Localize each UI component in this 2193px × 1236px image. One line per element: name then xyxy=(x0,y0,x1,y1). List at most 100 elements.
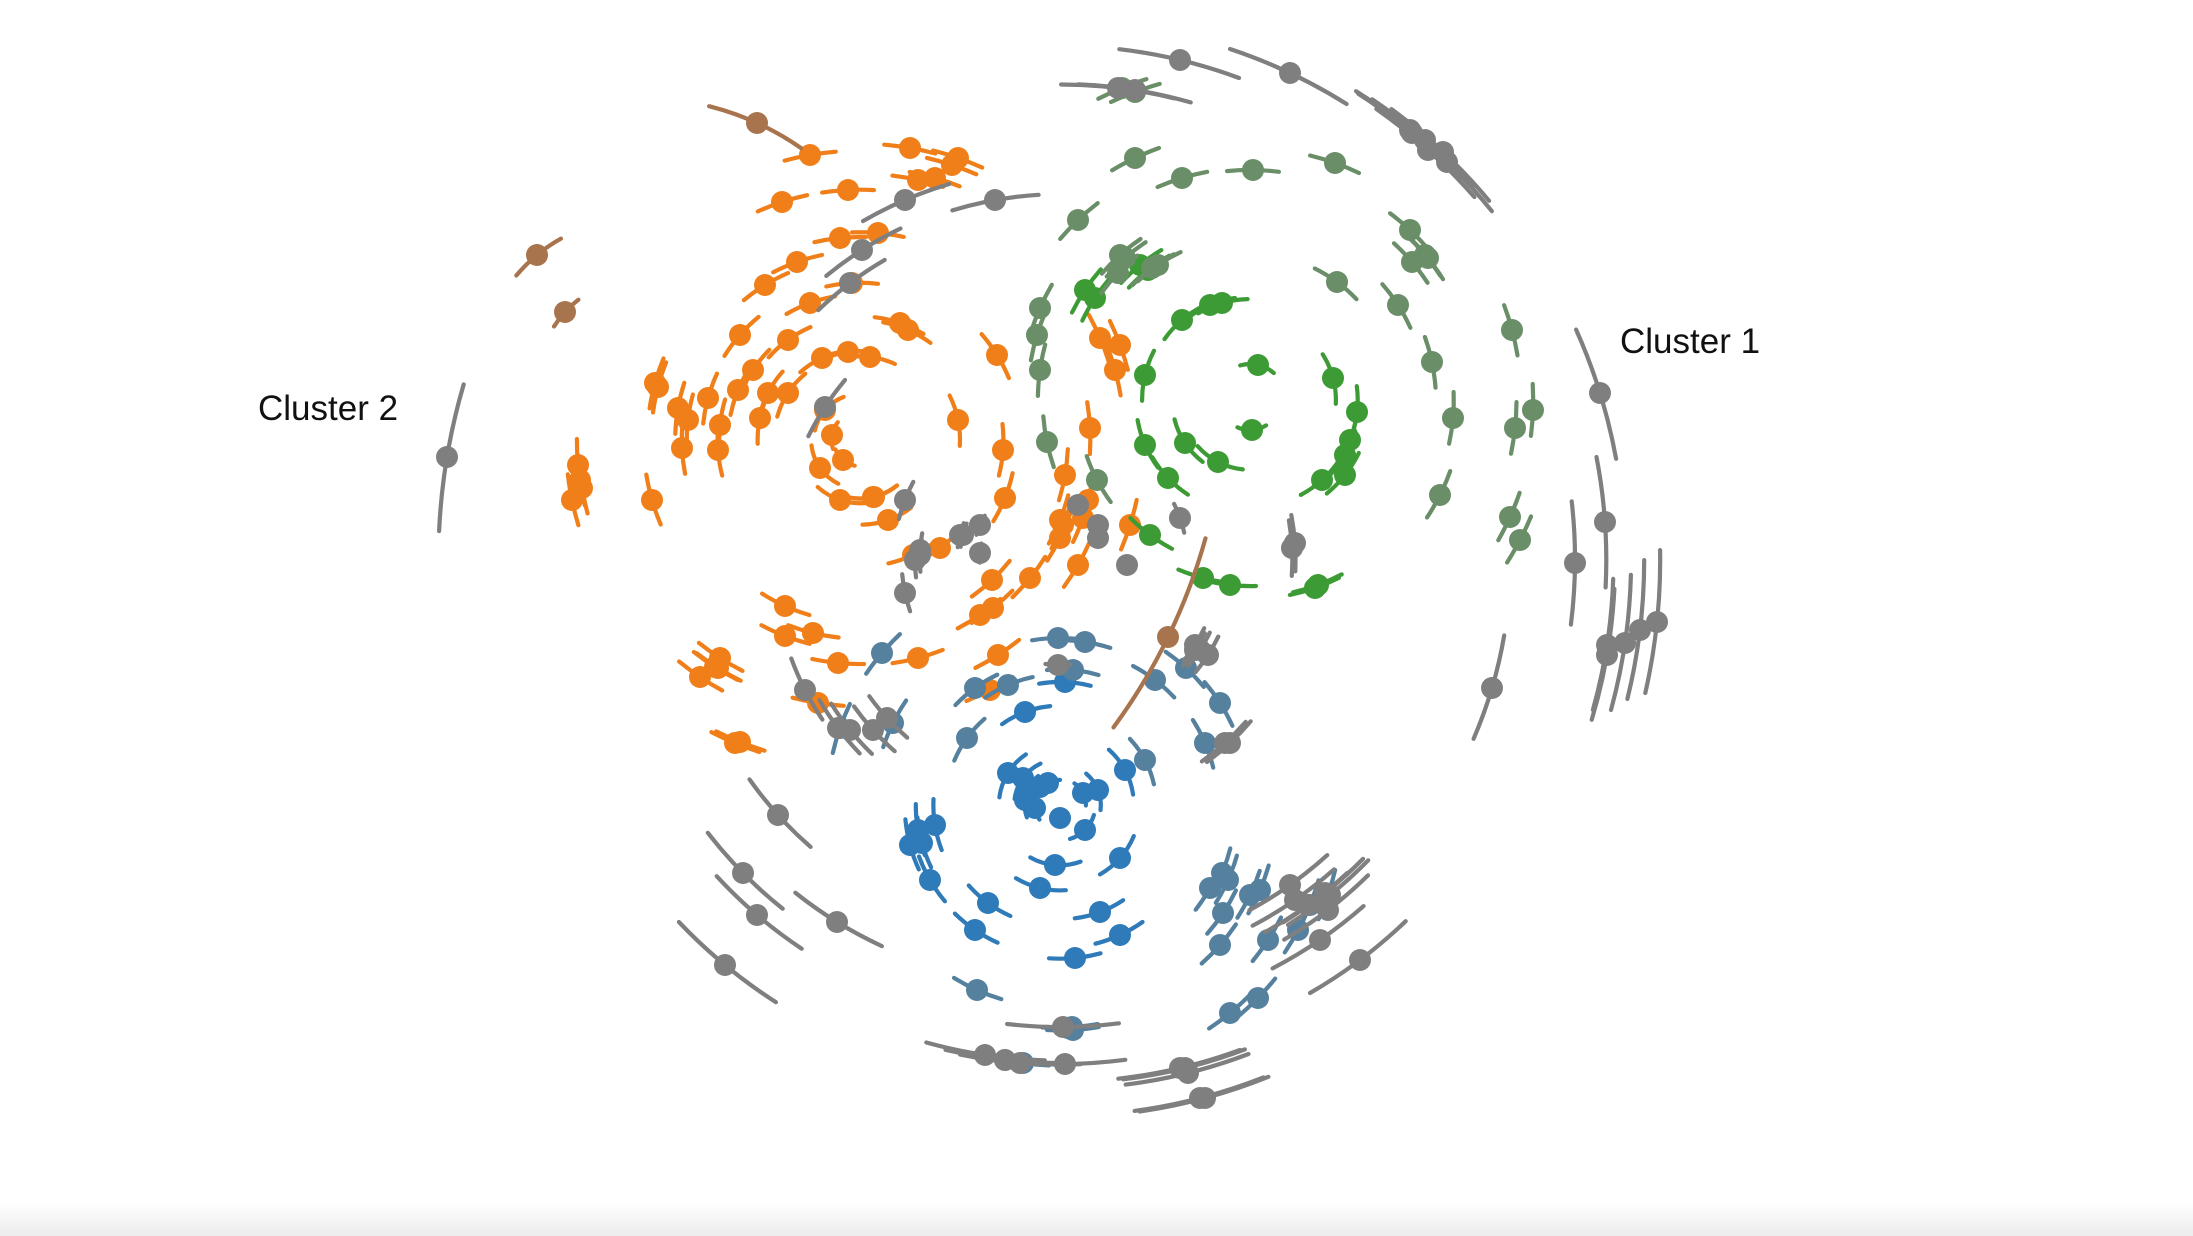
green-cluster-point xyxy=(1324,450,1361,496)
orange-cluster-point xyxy=(973,637,1022,670)
blue-fringe-point xyxy=(1190,717,1216,770)
green-fringe-point xyxy=(1036,414,1058,470)
green-fringe-point xyxy=(1442,389,1464,446)
blue-cluster-point xyxy=(899,817,921,872)
orange-cluster-point xyxy=(749,391,771,446)
outlier-point xyxy=(969,541,991,565)
blue-cluster-point xyxy=(924,797,946,853)
outlier-point xyxy=(1169,501,1191,535)
outlier-point xyxy=(1589,586,1618,722)
blue-fringe-point xyxy=(1207,993,1252,1031)
orange-cluster-point xyxy=(1061,539,1092,589)
orange-cluster-point xyxy=(760,591,812,618)
green-cluster-point xyxy=(1195,444,1245,473)
blue-fringe-point xyxy=(1193,862,1223,912)
outlier-point xyxy=(1307,919,1408,996)
orange-cluster-point xyxy=(991,471,1016,524)
orange-cluster-point xyxy=(815,484,868,511)
blue-cluster-point xyxy=(1093,919,1145,946)
orange-cluster-point xyxy=(722,314,761,358)
green-cluster-point xyxy=(1172,417,1205,464)
green-fringe-point xyxy=(1135,250,1183,284)
outlier-point xyxy=(1067,494,1089,516)
orange-cluster-point xyxy=(714,729,767,753)
blue-fringe-point xyxy=(1250,915,1284,964)
blue-cluster-point xyxy=(1000,701,1053,727)
outlier-point xyxy=(1374,106,1477,200)
outlier-point xyxy=(747,777,813,849)
green-fringe-point xyxy=(1501,303,1523,358)
green-fringe-point xyxy=(1099,236,1143,276)
outlier-point xyxy=(1643,548,1668,696)
orange-cluster-point xyxy=(1054,447,1076,503)
orange-cluster-point xyxy=(810,652,867,674)
orange-cluster-point xyxy=(881,319,933,345)
green-fringe-point xyxy=(1522,381,1544,438)
green-fringe-point xyxy=(1505,514,1534,565)
outlier-point xyxy=(1199,719,1248,764)
blue-fringe-point xyxy=(1127,736,1156,787)
outlier-point xyxy=(860,181,952,224)
green-cluster-point xyxy=(1327,429,1358,478)
blue-fringe-point xyxy=(952,716,987,763)
outlier-point xyxy=(949,521,971,550)
blue-cluster-point xyxy=(1046,947,1103,969)
outlier-point xyxy=(816,257,887,313)
outlier-point xyxy=(1594,454,1616,590)
outlier-point xyxy=(1574,327,1619,461)
orange-cluster-point xyxy=(1119,497,1141,552)
orange-cluster-point xyxy=(992,421,1014,478)
orange-cluster-point xyxy=(1104,343,1126,398)
orange-cluster-point xyxy=(771,251,825,275)
blue-fringe-point xyxy=(1235,868,1262,920)
outlier-point xyxy=(1076,79,1193,105)
green-cluster-point xyxy=(1162,303,1206,342)
blue-fringe-point xyxy=(951,975,1004,1002)
outlier-point xyxy=(1625,558,1651,701)
outlier-point xyxy=(806,377,848,439)
orange-cluster-point xyxy=(924,154,979,177)
outlier-point xyxy=(1181,626,1207,663)
outlier-point xyxy=(909,536,931,574)
green-cluster-point xyxy=(1238,354,1276,376)
orange-cluster-point xyxy=(860,505,913,531)
green-cluster-point xyxy=(1196,292,1250,316)
outlier-point xyxy=(1117,47,1242,81)
outlier-point xyxy=(1285,858,1371,927)
orange-cluster-point xyxy=(979,332,1011,381)
outlier-point xyxy=(1087,514,1109,536)
cluster-1-label: Cluster 1 xyxy=(1620,322,1760,361)
outlier-point xyxy=(1132,1075,1266,1113)
outlier-point xyxy=(436,382,466,534)
outlier-point xyxy=(1005,1016,1121,1038)
brown-point xyxy=(707,104,804,151)
outlier-point xyxy=(1262,870,1350,935)
orange-cluster-point xyxy=(832,447,857,471)
green-cluster-point xyxy=(1346,384,1368,440)
blue-fringe-point xyxy=(983,674,1035,700)
outlier-point xyxy=(1116,554,1138,576)
orange-cluster-point xyxy=(1086,312,1112,365)
blue-cluster-point xyxy=(1072,898,1126,923)
outlier-point xyxy=(793,890,884,949)
blue-cluster-point xyxy=(966,883,1013,919)
orange-cluster-point xyxy=(571,460,593,516)
green-fringe-point xyxy=(1308,152,1362,176)
orange-cluster-point xyxy=(641,472,663,527)
orange-cluster-point xyxy=(890,647,945,669)
blue-fringe-point xyxy=(1213,853,1239,905)
green-fringe-point xyxy=(1405,233,1443,278)
outlier-point xyxy=(676,919,778,1005)
outlier-point xyxy=(705,830,785,911)
orange-cluster-point xyxy=(820,179,877,201)
brown-point xyxy=(514,236,564,278)
green-cluster-point xyxy=(1235,419,1269,441)
green-cluster-point xyxy=(1128,515,1175,551)
outlier-point xyxy=(1471,633,1507,741)
blue-cluster-point xyxy=(1067,812,1096,841)
blue-cluster-point xyxy=(1097,834,1136,877)
outlier-point xyxy=(1227,46,1349,107)
outlier-point xyxy=(817,698,862,756)
blue-cluster-point xyxy=(1084,771,1109,813)
green-cluster-point xyxy=(1134,348,1157,403)
